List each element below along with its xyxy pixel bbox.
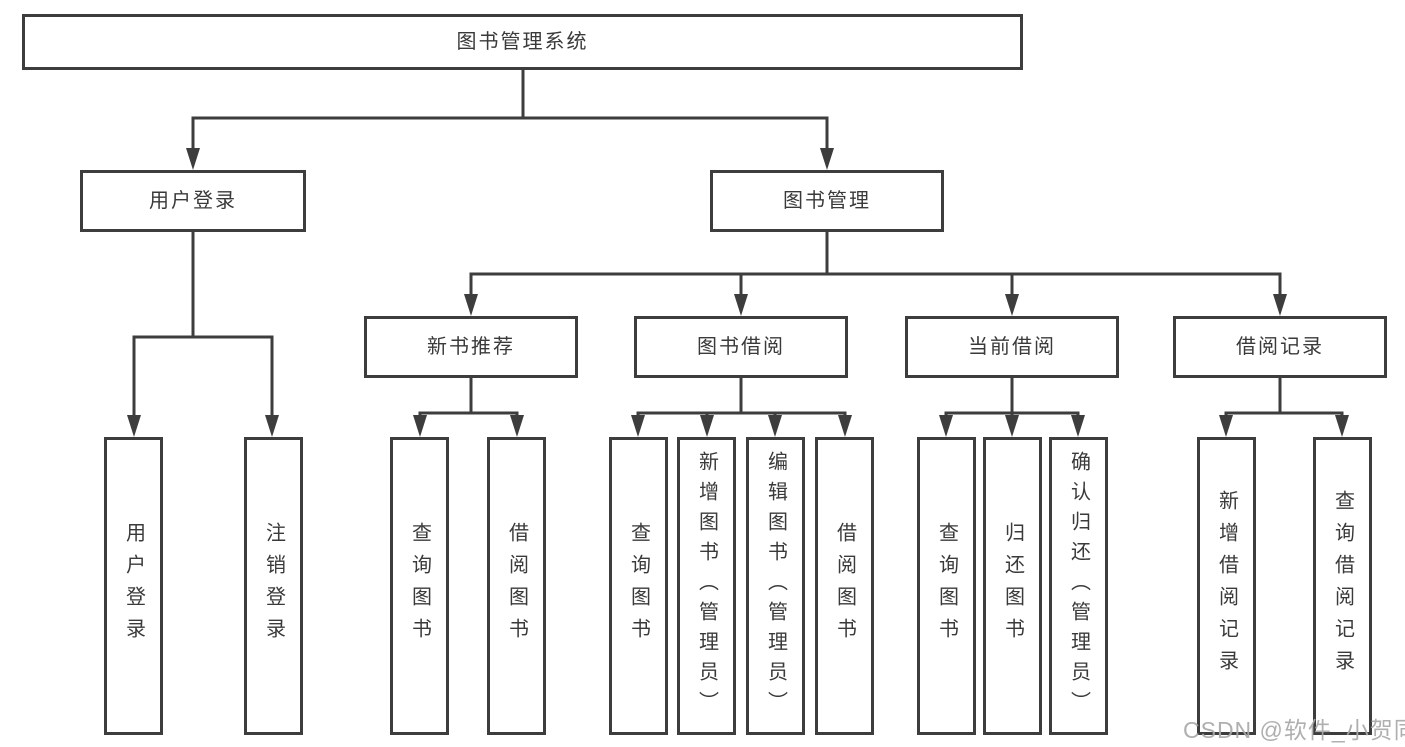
node-label: 当前借阅 (968, 336, 1056, 358)
node-leaf-add-book-admin: 新增图书（管理员） (677, 437, 736, 735)
connector-root-to-level2 (191, 67, 829, 152)
arrowhead (1219, 415, 1233, 437)
node-new-book-recommend: 新书推荐 (364, 316, 578, 378)
arrowhead (1005, 294, 1019, 316)
node-label: 借阅记录 (1236, 336, 1324, 358)
node-book-management: 图书管理 (710, 170, 944, 232)
connector-current-children (944, 376, 1080, 420)
node-label: 确认归还（管理员） (1067, 451, 1090, 721)
node-leaf-logout: 注销登录 (244, 437, 303, 735)
node-leaf-borrow-books: 借阅图书 (815, 437, 874, 735)
node-label: 借阅图书 (505, 522, 528, 650)
node-book-borrow: 图书借阅 (634, 316, 848, 378)
arrowhead (127, 415, 141, 437)
arrowhead (464, 294, 478, 316)
node-leaf-user-login: 用户登录 (104, 437, 163, 735)
node-user-login: 用户登录 (80, 170, 306, 232)
node-label: 编辑图书（管理员） (764, 451, 787, 721)
csdn-watermark: CSDN @软件_小贺同学 (1183, 717, 1405, 743)
node-label: 借阅图书 (833, 522, 856, 650)
node-leaf-add-borrow-record: 新增借阅记录 (1197, 437, 1256, 735)
node-leaf-query-books-current: 查询图书 (917, 437, 976, 735)
connector-records-children (1224, 376, 1344, 420)
node-label: 新增借阅记录 (1215, 490, 1238, 682)
node-label: 用户登录 (122, 522, 145, 650)
node-label: 图书管理系统 (456, 31, 589, 53)
node-leaf-confirm-return-admin: 确认归还（管理员） (1049, 437, 1108, 735)
arrowhead (186, 148, 200, 170)
node-leaf-query-borrow-record: 查询借阅记录 (1313, 437, 1372, 735)
arrowhead (734, 294, 748, 316)
arrowhead (631, 415, 645, 437)
node-label: 归还图书 (1001, 522, 1024, 650)
arrowhead (510, 415, 524, 437)
node-label: 查询图书 (627, 522, 650, 650)
arrowhead (1335, 415, 1349, 437)
arrowhead (413, 415, 427, 437)
arrowhead (838, 415, 852, 437)
node-label: 图书管理 (783, 190, 871, 212)
node-borrow-records: 借阅记录 (1173, 316, 1387, 378)
arrowhead (1071, 415, 1085, 437)
node-label: 查询图书 (935, 522, 958, 650)
connector-borrow-children (636, 376, 847, 420)
connector-recommend-children (418, 376, 519, 420)
node-leaf-edit-book-admin: 编辑图书（管理员） (746, 437, 805, 735)
node-label: 新增图书（管理员） (695, 451, 718, 721)
node-label: 查询图书 (408, 522, 431, 650)
connector-user-login-children (132, 230, 274, 419)
node-label: 查询借阅记录 (1331, 490, 1354, 682)
node-leaf-query-books-borrow: 查询图书 (609, 437, 668, 735)
arrowhead (1005, 415, 1019, 437)
node-leaf-query-books-recommend: 查询图书 (390, 437, 449, 735)
node-label: 图书借阅 (697, 336, 785, 358)
arrowhead (265, 415, 279, 437)
node-leaf-return-book: 归还图书 (983, 437, 1042, 735)
arrowhead (939, 415, 953, 437)
node-label: 用户登录 (149, 190, 237, 212)
node-label: 注销登录 (262, 522, 285, 650)
node-root-library-system: 图书管理系统 (22, 14, 1023, 70)
node-label: 新书推荐 (427, 336, 515, 358)
arrowhead (1273, 294, 1287, 316)
arrowhead (768, 415, 782, 437)
arrowhead (820, 148, 834, 170)
connector-book-management-children (469, 230, 1282, 298)
node-leaf-borrow-books-recommend: 借阅图书 (487, 437, 546, 735)
node-current-borrow: 当前借阅 (905, 316, 1119, 378)
arrowhead (700, 415, 714, 437)
